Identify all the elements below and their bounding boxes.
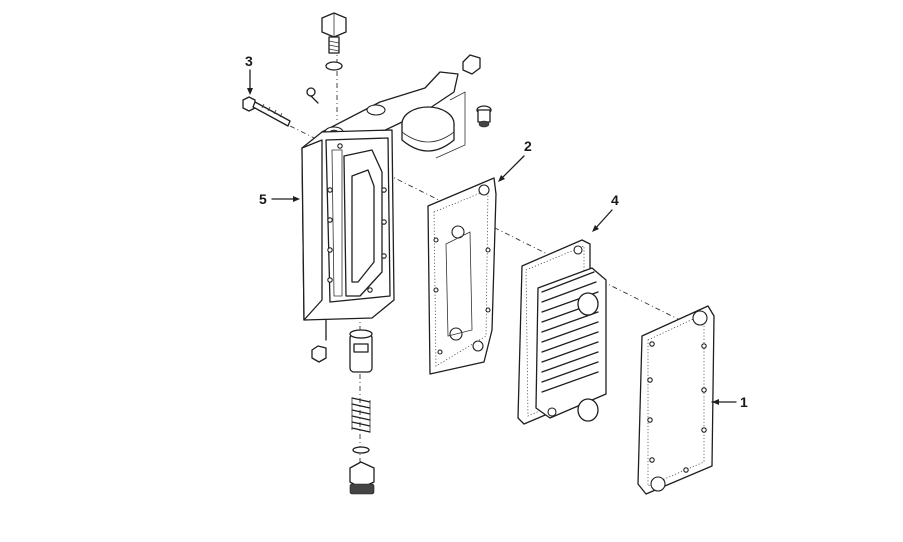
callout-label: 4	[611, 192, 619, 208]
cooler-gasket-icon	[637, 305, 715, 495]
valve-spring-icon	[351, 397, 371, 454]
elbow-fitting-icon	[306, 87, 319, 104]
capscrew-icon	[242, 96, 291, 127]
callout-2: 2	[498, 138, 532, 182]
callout-4: 4	[592, 192, 619, 232]
callout-label: 3	[245, 53, 253, 69]
drain-plug-icon	[311, 319, 327, 363]
filter-head-housing-icon	[301, 71, 459, 321]
callout-1: 1	[711, 394, 748, 410]
cooler-element-icon	[517, 239, 607, 425]
valve-plug-icon	[349, 461, 375, 495]
bypass-valve-icon	[349, 329, 373, 373]
callout-label: 1	[740, 394, 748, 410]
callout-3: 3	[245, 53, 253, 95]
top-bolt-icon	[321, 12, 347, 71]
callout-label: 5	[259, 191, 267, 207]
housing-gasket-icon	[427, 177, 497, 375]
callout-5: 5	[259, 191, 300, 207]
callout-label: 2	[524, 138, 532, 154]
plug-fitting-icon	[435, 54, 492, 159]
